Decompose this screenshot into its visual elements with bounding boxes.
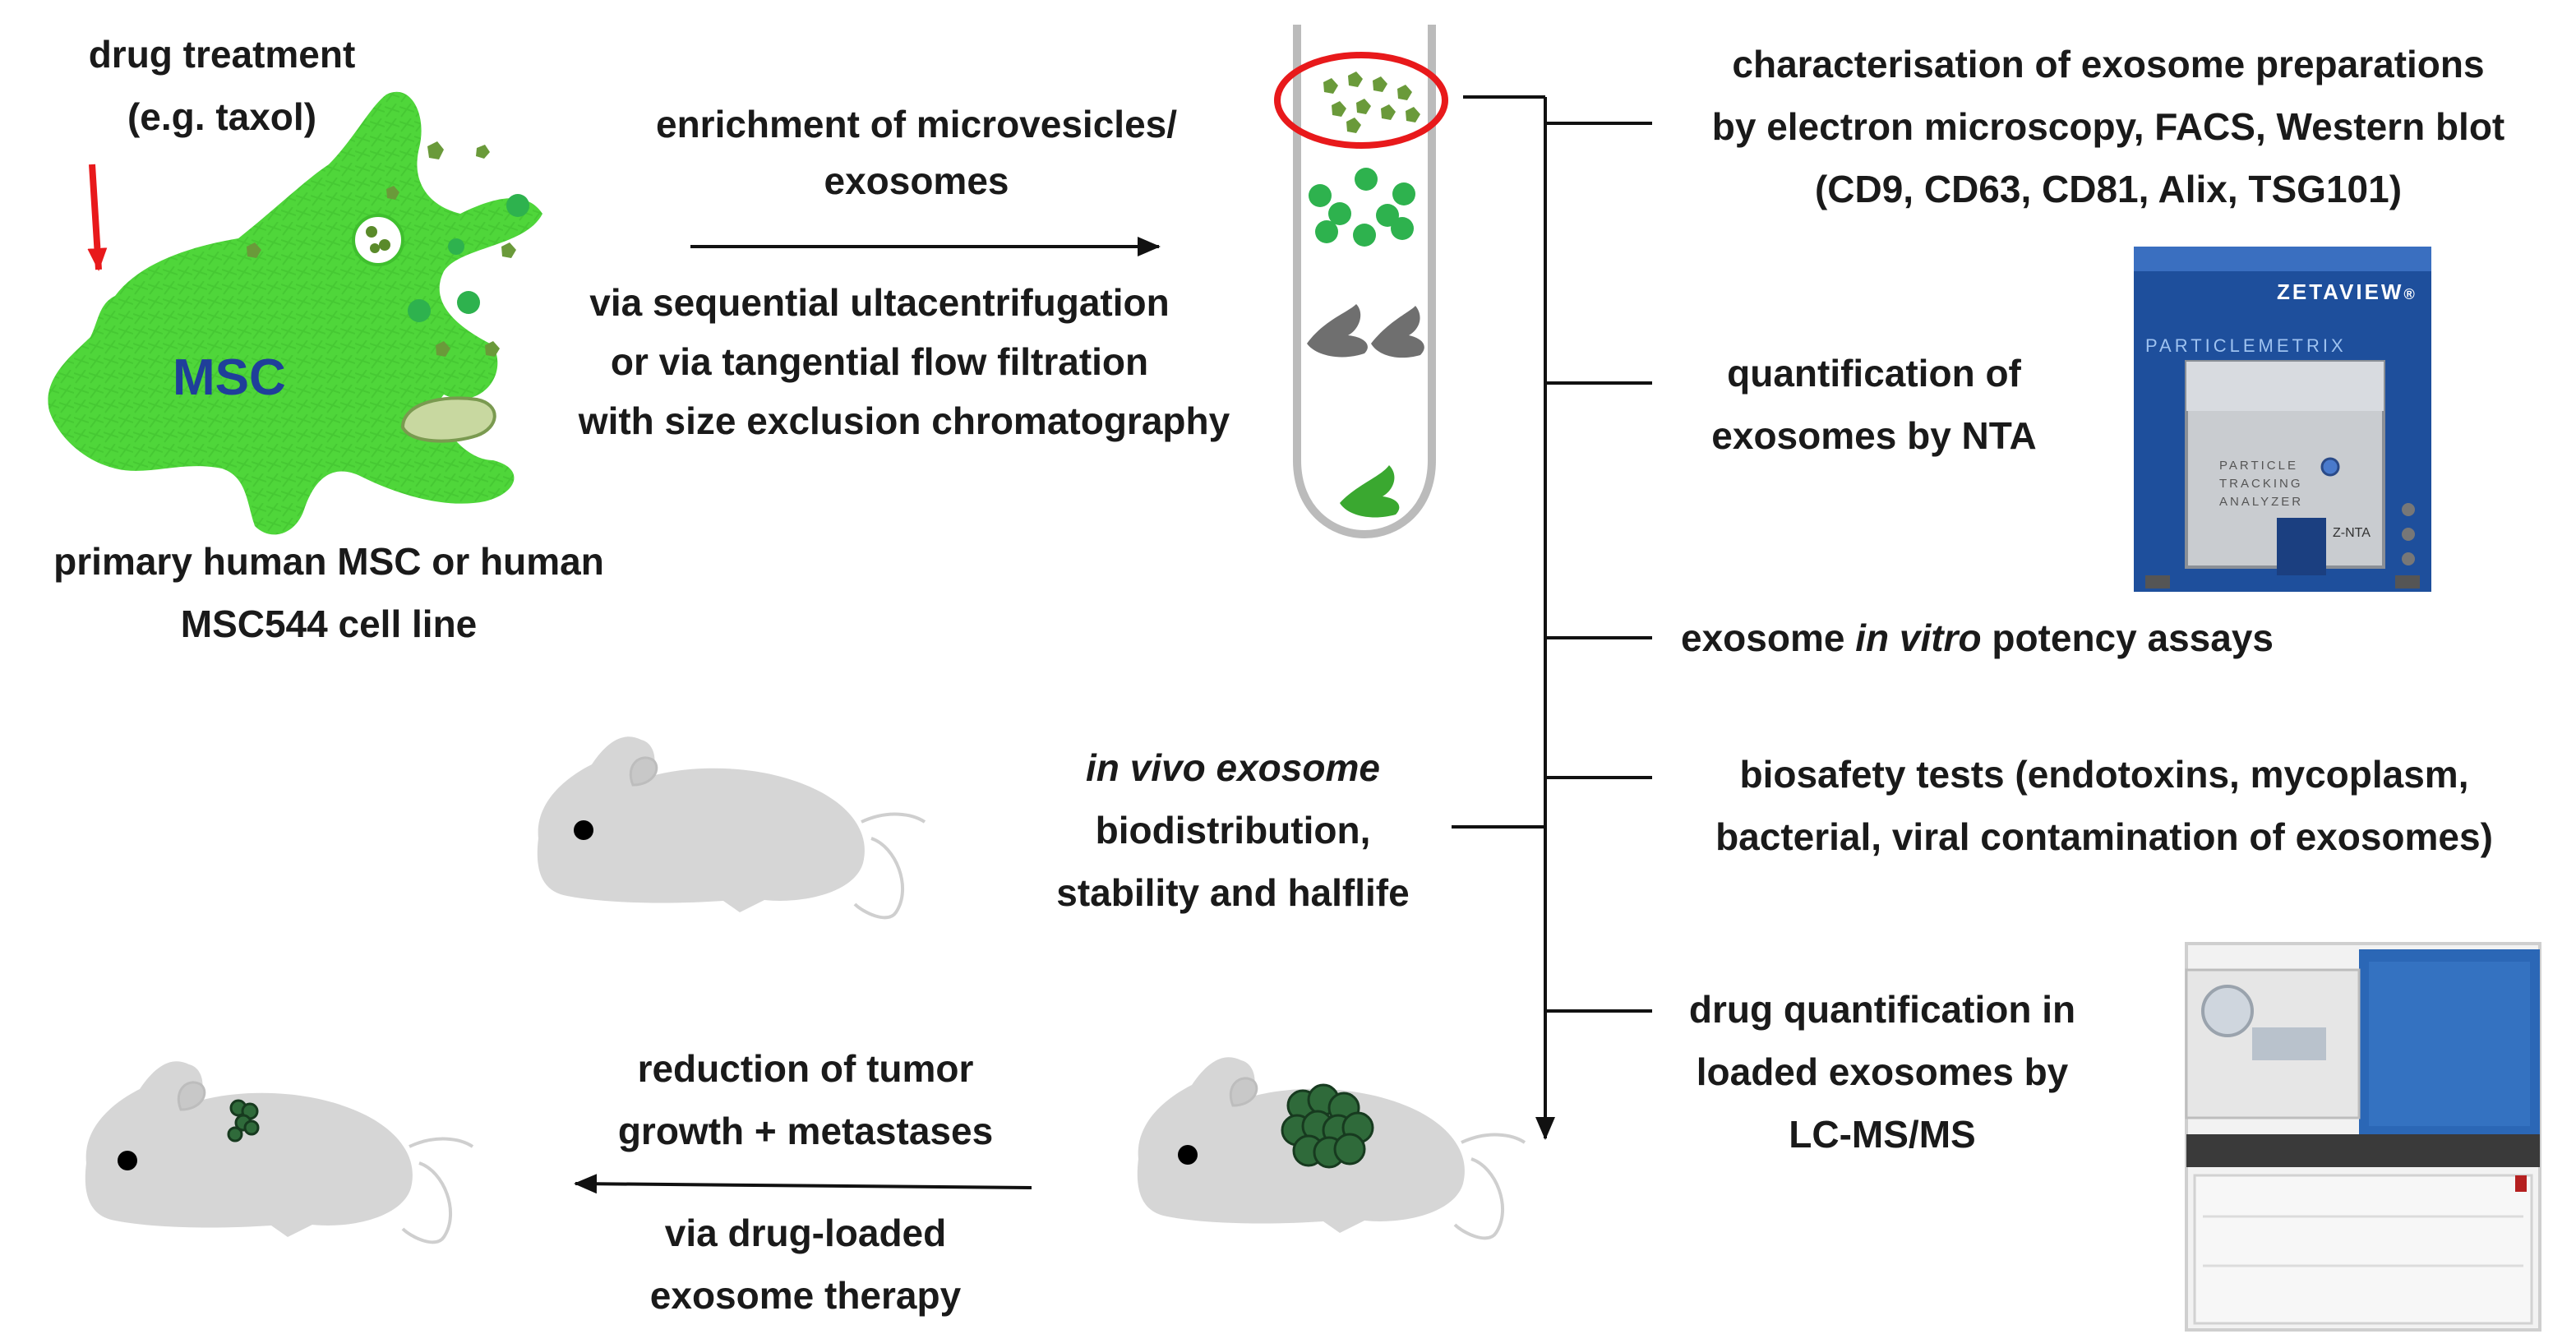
mouse-biodistribution [537,736,926,920]
reduction-line1: reduction of tumor [637,1047,974,1090]
invivo-line2: biodistribution, [1095,809,1371,852]
enrichment-method-line1: via sequential ultacentrifugation [589,281,1170,324]
zetaview-maker: PARTICLEMETRIX [2145,335,2347,356]
vesicle-body [352,214,404,266]
lcms-device [2185,942,2541,1332]
potency-in-vitro: in vitro [1855,616,1982,659]
zetaview-panel-line2: TRACKING [2219,477,2303,491]
biosafety-line1: biosafety tests (endotoxins, mycoplasm, [1739,753,2469,796]
zetaview-device [2134,247,2431,592]
zetaview-brand: ZETAVIEW® [2277,279,2417,305]
potency-assays-label: exosome in vitro potency assays [1681,607,2274,669]
centrifuge-tube [1274,25,1448,539]
characterisation-line2: by electron microscopy, FACS, Western bl… [1711,105,2505,148]
workflow-connector [1452,95,1652,1140]
zetaview-brand-name: ZETAVIEW [2277,279,2404,304]
invivo-line3: stability and halflife [1056,871,1410,914]
nucleus [400,396,496,443]
reduction-line2: growth + metastases [617,1110,994,1152]
therapy-line2: exosome therapy [649,1274,962,1317]
drug-quant-line1: drug quantification in [1688,988,2076,1031]
potency-prefix: exosome [1681,616,1856,659]
enrichment-title-line2: exosomes [824,159,1009,202]
therapy-arrow [574,1174,1032,1194]
zetaview-model: Z-NTA [2333,526,2371,540]
cell-source-line2: MSC544 cell line [180,602,478,645]
therapy-line1: via drug-loaded [664,1212,947,1254]
zetaview-registered-mark: ® [2403,286,2417,302]
mouse-tumor [1137,1057,1526,1240]
drug-treatment-label: drug treatment [88,33,356,76]
drug-quant-line2: loaded exosomes by [1696,1050,2069,1093]
biosafety-line2: bacterial, viral contamination of exosom… [1715,815,2493,858]
msc-cell-label: MSC [173,349,286,406]
drug-arrow [87,164,108,271]
small-tumor [227,1099,260,1142]
quantification-line1: quantification of [1727,352,2021,395]
msc-cell [48,91,543,535]
enrichment-method-line2: or via tangential flow filtration [610,340,1149,383]
enrichment-method-line3: with size exclusion chromatography [578,399,1230,442]
zetaview-panel-line1: PARTICLE [2219,459,2298,473]
drug-example-label: (e.g. taxol) [127,95,317,138]
characterisation-line1: characterisation of exosome preparations [1732,43,2485,85]
quantification-line2: exosomes by NTA [1711,414,2037,457]
mouse-treated [85,1061,474,1244]
cell-source-line1: primary human MSC or human [53,540,604,583]
drug-quant-line3: LC-MS/MS [1789,1113,1976,1156]
large-tumor [1281,1083,1374,1169]
enrichment-title-line1: enrichment of microvesicles/ [655,103,1178,145]
zetaview-panel-line3: ANALYZER [2219,495,2304,509]
potency-suffix: potency assays [1981,616,2274,659]
exosome-fraction-circle [1274,52,1448,149]
invivo-line1: in vivo exosome [1086,746,1380,789]
characterisation-line3: (CD9, CD63, CD81, Alix, TSG101) [1814,168,2403,210]
